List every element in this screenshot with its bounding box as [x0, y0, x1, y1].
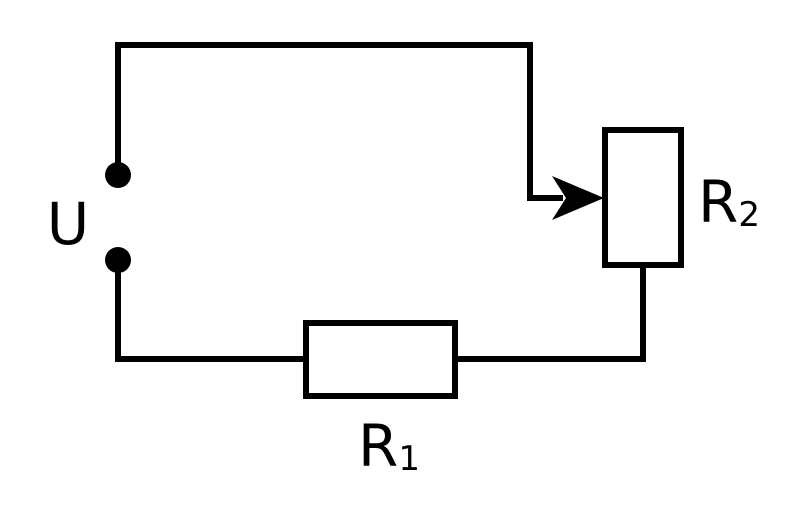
resistor-r2-label-main: R [698, 168, 738, 236]
terminal-top [105, 162, 131, 188]
wire-top [115, 42, 563, 201]
resistor-r2-label: R2 [698, 168, 760, 236]
wire-bottom-left [115, 257, 309, 362]
resistor-r1-label: R1 [358, 412, 420, 480]
wire-bottom-right [452, 262, 646, 362]
resistor-r1-label-sub: 1 [398, 439, 420, 479]
resistor-r2-label-sub: 2 [738, 195, 760, 235]
terminal-bottom [105, 247, 131, 273]
slider-arrow-icon [552, 176, 604, 220]
resistor-r1-label-main: R [358, 412, 398, 480]
source-label: U [47, 190, 89, 258]
resistor-r2 [602, 127, 684, 268]
resistor-r1 [303, 320, 458, 399]
